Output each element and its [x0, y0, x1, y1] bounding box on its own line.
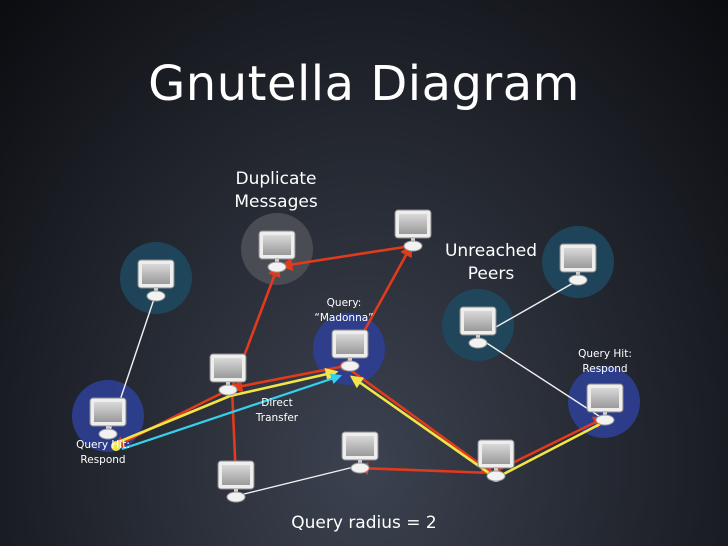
query-hit-right-line1: Query Hit: — [578, 348, 632, 360]
query-hit-left-label: Query Hit: Respond — [64, 438, 142, 467]
query-left-peer-to-hit-left — [111, 386, 233, 449]
computer-icon — [137, 259, 175, 302]
direct-transfer-label: Direct Transfer — [246, 396, 308, 425]
duplicate-label-line2: Messages — [234, 191, 318, 212]
query-hit-left-line2: Respond — [80, 453, 126, 466]
query-origin-to-bottom-center — [344, 364, 495, 475]
hit-left-peer-to-origin — [229, 367, 339, 398]
page-title: Gnutella Diagram — [148, 56, 580, 112]
unreached-label-line2: Peers — [467, 263, 515, 284]
unreached-label-line1: Unreached — [444, 241, 538, 261]
direct-transfer-line1: Direct — [261, 397, 293, 409]
computer-icon — [459, 306, 497, 349]
computer-icon — [217, 460, 255, 503]
link-bottomleft-bottomcenter — [239, 465, 359, 496]
computer-icon — [258, 230, 296, 273]
peer-computers — [89, 209, 624, 503]
hit-right-to-bottom-center — [495, 420, 605, 480]
computer-icon — [331, 329, 369, 372]
computer-icon — [559, 243, 597, 286]
query-hit-left-line1: Query Hit: — [76, 439, 130, 451]
duplicate-label-line1: Duplicate — [235, 169, 317, 189]
hit-bottom-center-to-origin — [349, 375, 497, 480]
query-label-line1: Query: — [326, 297, 362, 309]
dot-hit-left — [111, 441, 121, 451]
computer-icon — [394, 209, 432, 252]
link-unreached-pair — [481, 281, 576, 336]
direct-transfer-line2: Transfer — [255, 411, 299, 424]
query-hit-arrows — [115, 367, 605, 480]
computer-icon — [586, 383, 624, 426]
computer-icon — [477, 439, 515, 482]
duplicate-messages-label: Duplicate Messages — [226, 168, 326, 214]
unreached-peers-label: Unreached Peers — [436, 240, 546, 286]
query-bottom-center-to-bottom-peer — [355, 461, 493, 475]
computer-icon — [209, 353, 247, 396]
query-label-line2: “Madonna” — [314, 311, 374, 324]
query-arrows — [111, 243, 607, 483]
direct-transfer-arrow — [121, 373, 343, 451]
query-top-peer-to-duplicate — [279, 244, 412, 271]
link-unreached-bottomright — [481, 339, 603, 419]
query-label: Query: “Madonna” — [304, 296, 384, 325]
query-hit-right-label: Query Hit: Respond — [566, 347, 644, 376]
computer-icon — [89, 397, 127, 440]
query-hit-right-line2: Respond — [582, 362, 628, 375]
hit-left-to-left-peer — [115, 394, 231, 445]
query-radius-label: Query radius = 2 — [291, 513, 437, 533]
computer-icon — [341, 431, 379, 474]
